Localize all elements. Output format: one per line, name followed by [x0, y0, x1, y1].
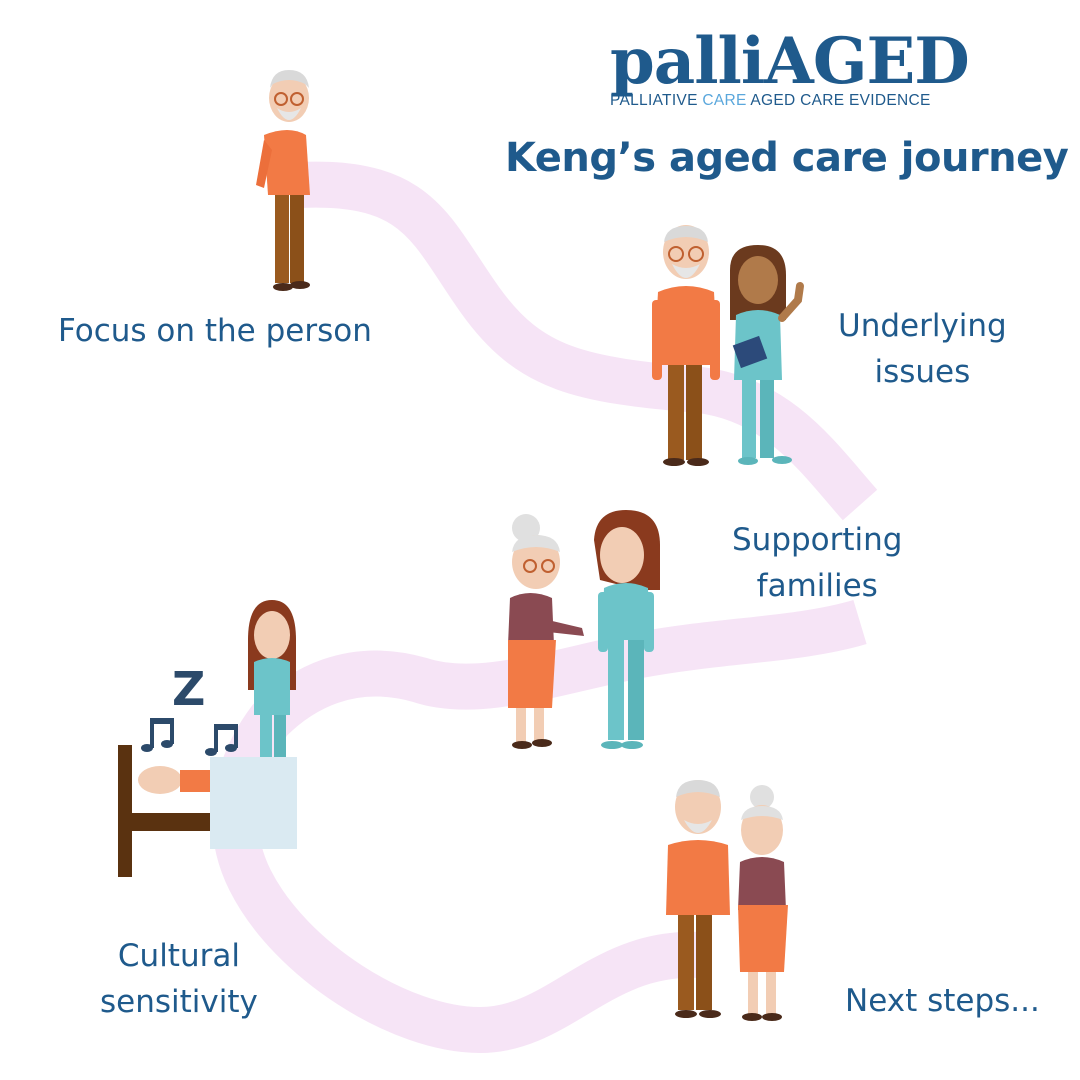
page-title: Keng’s aged care journey	[505, 135, 1069, 181]
logo-wordmark: palliAGED	[610, 30, 970, 94]
step-underlying-issues: Underlying issues	[838, 308, 1007, 390]
logo-tagline: PALLIATIVE CARE AGED CARE EVIDENCE	[610, 92, 950, 110]
step-next-steps: Next steps...	[845, 983, 1040, 1019]
step-supporting-families: Supporting families	[732, 522, 903, 604]
music-note-icon	[141, 718, 174, 752]
tagline-b: AGED CARE EVIDENCE	[746, 92, 931, 109]
svg-text:Z: Z	[172, 662, 205, 716]
tagline-care: CARE	[702, 92, 747, 109]
step-focus-on-person: Focus on the person	[58, 313, 372, 349]
step-cultural-sensitivity: Cultural sensitivity	[100, 938, 258, 1020]
logo-part1: palli	[610, 24, 765, 99]
logo-part2: AGED	[764, 24, 970, 99]
music-note-icon	[205, 724, 238, 756]
palliaged-logo: palliAGED PALLIATIVE CARE AGED CARE EVID…	[610, 30, 970, 110]
tagline-a: PALLIATIVE	[610, 92, 703, 109]
